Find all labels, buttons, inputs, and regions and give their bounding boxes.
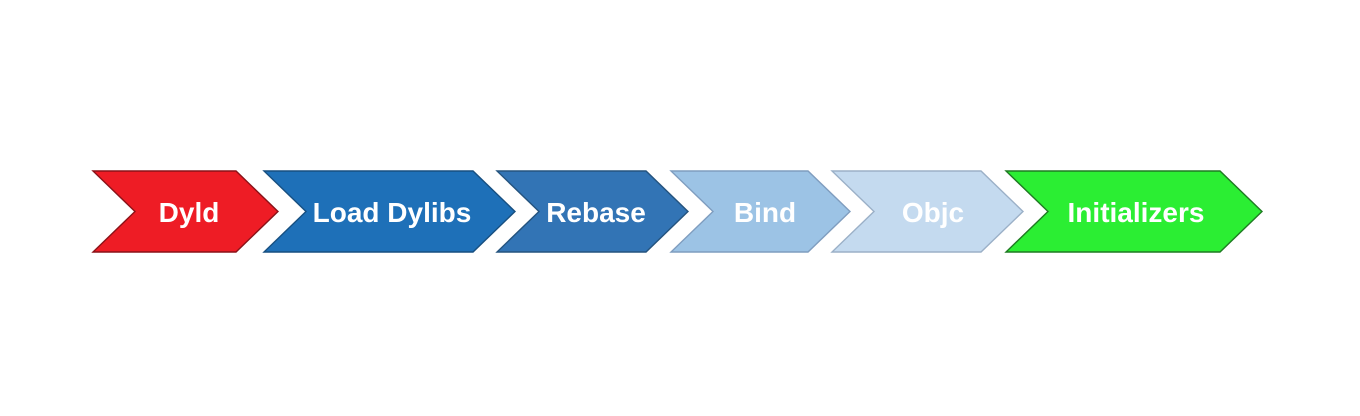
step-label-objc: Objc <box>902 197 964 228</box>
step-objc: Objc <box>830 170 1025 253</box>
step-initializers: Initializers <box>1004 170 1264 253</box>
step-label-dyld: Dyld <box>159 197 220 228</box>
step-rebase: Rebase <box>495 170 690 253</box>
step-dyld: Dyld <box>91 170 280 253</box>
step-bind: Bind <box>669 170 852 253</box>
chevron-shape-load-dylibs <box>262 170 517 253</box>
step-load-dylibs: Load Dylibs <box>262 170 517 253</box>
step-label-load-dylibs: Load Dylibs <box>313 197 472 228</box>
step-label-bind: Bind <box>734 197 796 228</box>
chevron-shape-initializers <box>1004 170 1264 253</box>
chevron-shape-bind <box>669 170 852 253</box>
step-label-initializers: Initializers <box>1068 197 1205 228</box>
chevron-shape-dyld <box>91 170 280 253</box>
step-label-rebase: Rebase <box>546 197 646 228</box>
chevron-shape-rebase <box>495 170 690 253</box>
chevron-shape-objc <box>830 170 1025 253</box>
